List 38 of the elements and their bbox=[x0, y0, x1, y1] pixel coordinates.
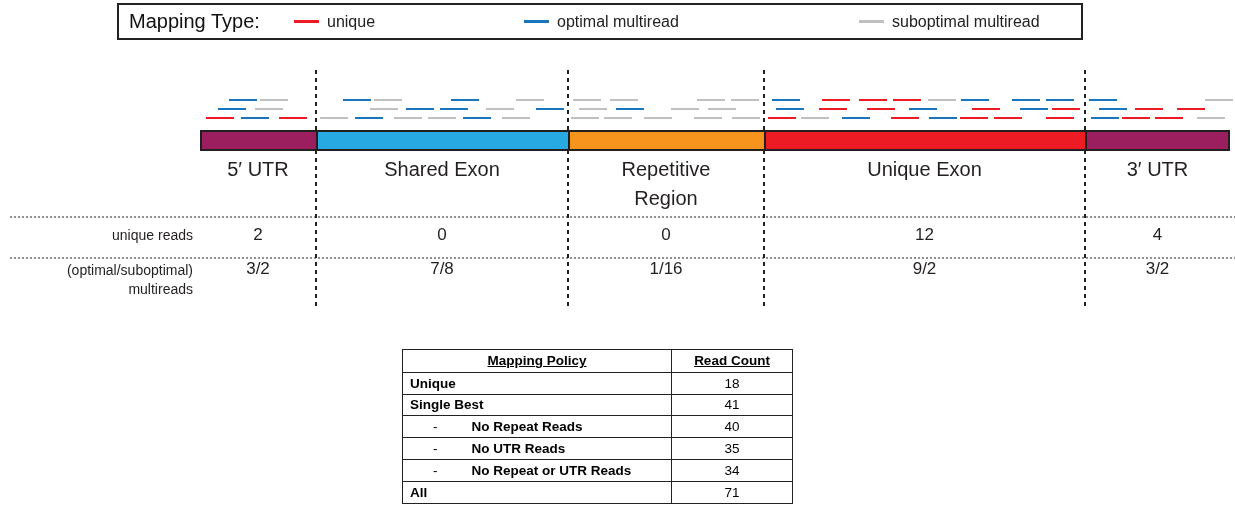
policy-name: All bbox=[410, 484, 428, 500]
policy-name: No UTR Reads bbox=[471, 441, 566, 457]
policy-name: No Repeat Reads bbox=[471, 419, 583, 435]
count-value: 2 bbox=[253, 225, 263, 245]
policy-name: Single Best bbox=[410, 397, 484, 413]
count-value: 3/2 bbox=[1145, 259, 1170, 279]
segment-label: Unique Exon bbox=[867, 157, 982, 182]
column-header: Mapping Policy bbox=[487, 353, 587, 369]
count-value: 7/8 bbox=[430, 259, 454, 279]
read-count: 40 bbox=[724, 419, 740, 435]
policy-name: Unique bbox=[410, 375, 456, 391]
policy-name: No Repeat or UTR Reads bbox=[471, 462, 632, 478]
read-count: 18 bbox=[724, 375, 740, 391]
segment-label: Repetitive Region bbox=[620, 157, 712, 211]
dash-text: - bbox=[433, 441, 438, 457]
segment-label: Shared Exon bbox=[384, 157, 500, 182]
row-label: unique reads bbox=[111, 226, 193, 245]
count-value: 9/2 bbox=[912, 259, 937, 279]
count-value: 12 bbox=[915, 225, 934, 245]
count-value: 1/16 bbox=[649, 259, 683, 279]
legend-text: suboptimal multiread bbox=[892, 12, 1040, 31]
read-count: 34 bbox=[724, 462, 740, 478]
legend-title: Mapping Type: bbox=[129, 10, 260, 33]
segment-label: 5′ UTR bbox=[227, 157, 289, 182]
count-value: 0 bbox=[437, 225, 447, 245]
read-count: 35 bbox=[724, 441, 740, 457]
dash-text: - bbox=[433, 462, 438, 478]
count-value: 4 bbox=[1152, 225, 1163, 245]
segment-label: 3′ UTR bbox=[1126, 157, 1189, 182]
row-label: (optimal/suboptimal) multireads bbox=[65, 261, 193, 299]
column-header: Read Count bbox=[694, 353, 770, 369]
count-value: 3/2 bbox=[246, 259, 270, 279]
legend-text: unique bbox=[327, 12, 376, 31]
legend-text: optimal multiread bbox=[557, 12, 679, 31]
read-count: 41 bbox=[724, 397, 740, 413]
read-count: 71 bbox=[724, 484, 740, 500]
dash-text: - bbox=[433, 419, 438, 435]
count-value: 0 bbox=[661, 225, 671, 245]
